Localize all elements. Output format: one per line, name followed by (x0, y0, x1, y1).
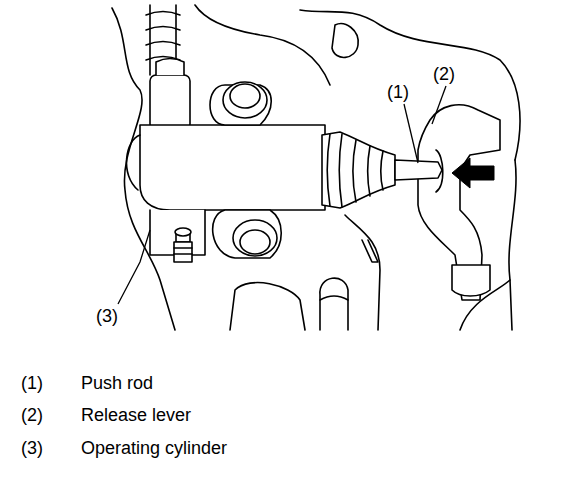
leader-line (404, 104, 418, 163)
part-name: Push rod (80, 373, 154, 393)
callout-number: (2) (432, 64, 456, 84)
key-number: (1) (20, 373, 44, 393)
part-name: Operating cylinder (80, 438, 228, 458)
part-name: Release lever (80, 405, 192, 425)
key-number: (3) (20, 438, 44, 458)
callout-number: (3) (95, 306, 119, 326)
leader-line (432, 86, 446, 124)
callout-number: (1) (386, 82, 410, 102)
key-number: (2) (20, 405, 44, 425)
leader-line (118, 230, 150, 304)
